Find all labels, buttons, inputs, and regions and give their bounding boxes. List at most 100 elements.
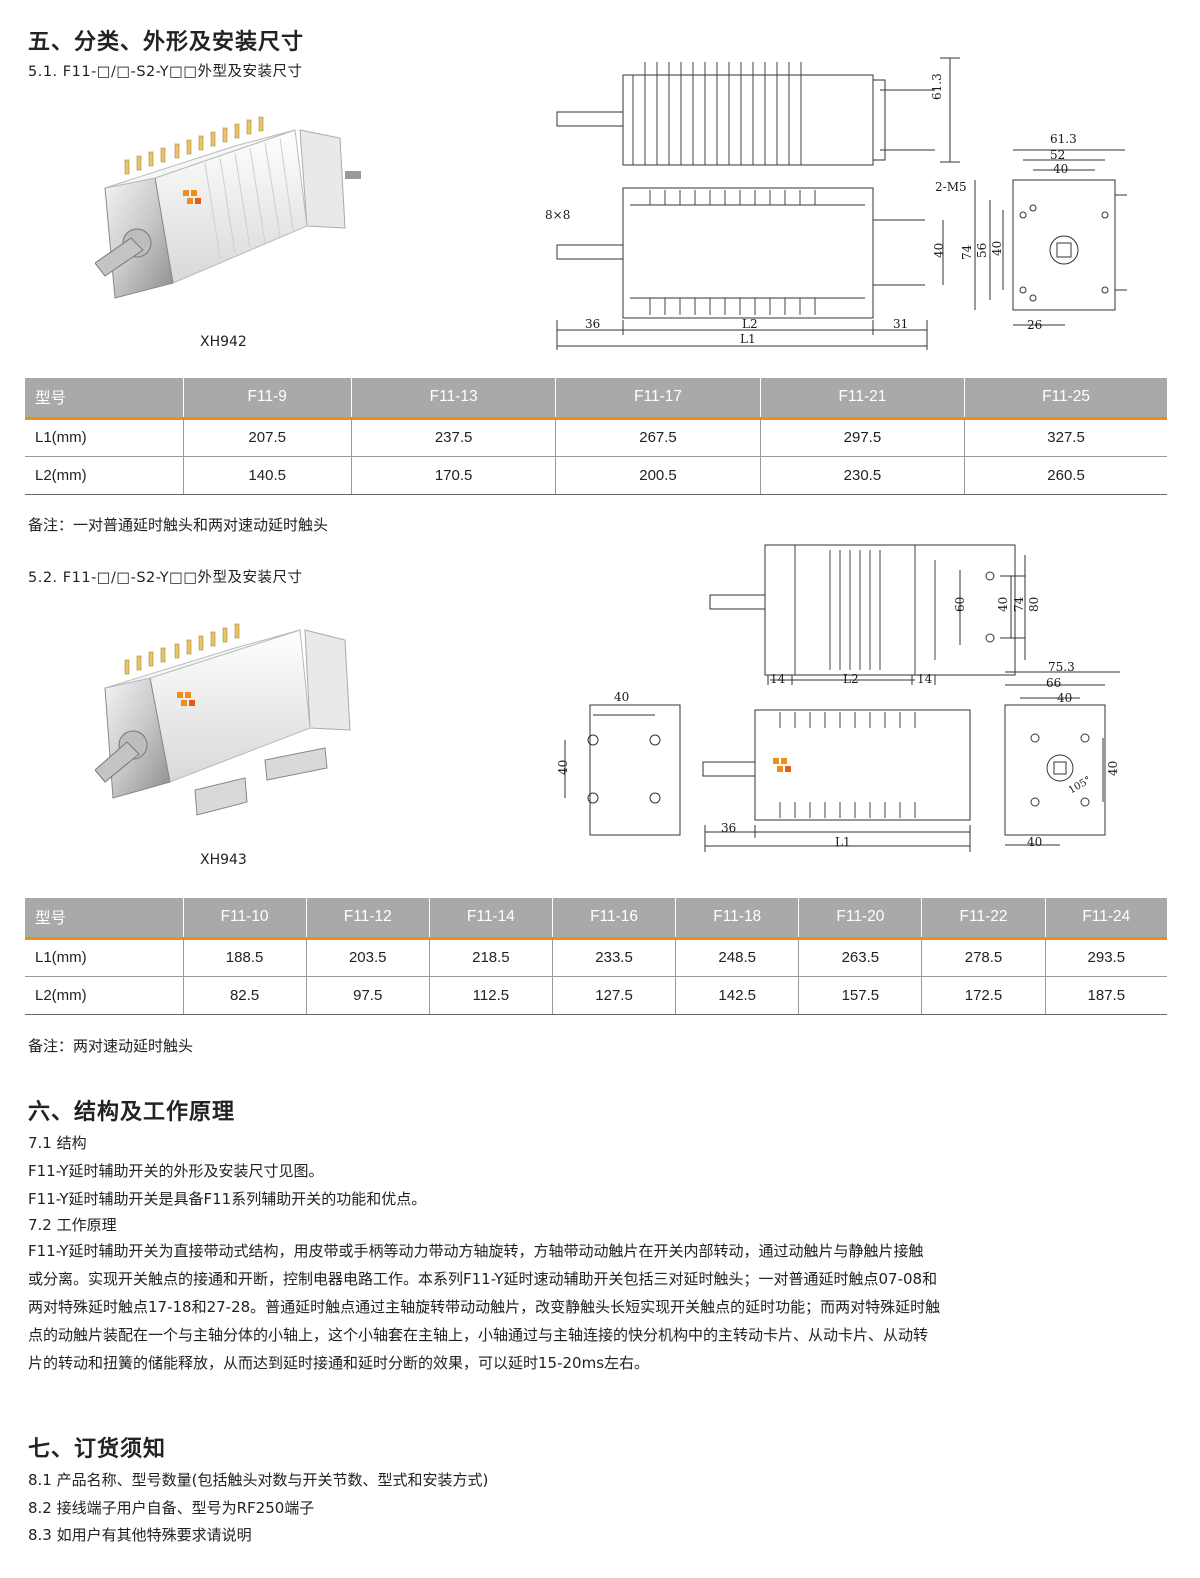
- dim-36: 36: [585, 317, 601, 331]
- structure-paragraph-1: F11-Y延时辅助开关的外形及安装尺寸见图。: [28, 1162, 324, 1180]
- dim-66: 66: [1046, 676, 1062, 690]
- table-header-cell: F11-10: [183, 898, 307, 940]
- table-header-cell: F11-12: [306, 898, 430, 940]
- dim-74: 74: [1012, 596, 1026, 612]
- dim-26: 26: [1027, 318, 1043, 332]
- table-cell: 263.5: [798, 938, 923, 977]
- dim-2-m5: 2-M5: [935, 180, 967, 194]
- table-cell: L1(mm): [25, 418, 184, 457]
- table-header-cell: F11-20: [798, 898, 923, 940]
- subsection-5-2-title: 5.2. F11-□/□-S2-Y□□外型及安装尺寸: [28, 570, 303, 586]
- dim-40-right-side: 40: [1106, 760, 1120, 776]
- table-header-cell: F11-24: [1045, 898, 1167, 940]
- dim-61-3-horizontal: 61.3: [1050, 132, 1077, 146]
- dim-14-right: 14: [917, 672, 933, 686]
- subsection-5-1-title: 5.1. F11-□/□-S2-Y□□外型及安装尺寸: [28, 64, 303, 80]
- dim-L2: L2: [742, 317, 758, 331]
- table-header-cell: F11-17: [555, 378, 761, 420]
- table-header-row: 型号 F11-9 F11-13 F11-17 F11-21 F11-25: [25, 378, 1167, 420]
- dim-52: 52: [1050, 148, 1066, 162]
- table-row: L2(mm) 140.5 170.5 200.5 230.5 260.5: [25, 456, 1167, 495]
- table-cell: 140.5: [183, 456, 352, 495]
- spec-table-1: 型号 F11-9 F11-13 F11-17 F11-21 F11-25 L1(…: [25, 378, 1167, 495]
- principle-line: F11-Y延时辅助开关为直接带动式结构，用皮带或手柄等动力带动方轴旋转，方轴带动…: [28, 1242, 924, 1260]
- dim-80: 80: [1027, 596, 1041, 612]
- table-header-cell: F11-22: [921, 898, 1046, 940]
- section6-title: 六、结构及工作原理: [28, 1100, 236, 1125]
- table-header-cell: F11-25: [964, 378, 1167, 420]
- table-cell: 170.5: [351, 456, 557, 495]
- table-cell: 230.5: [760, 456, 966, 495]
- table-header-cell: 型号: [25, 378, 184, 420]
- table-cell: 248.5: [675, 938, 800, 977]
- table-cell: L1(mm): [25, 938, 184, 977]
- spec-table-2: 型号 F11-10 F11-12 F11-14 F11-16 F11-18 F1…: [25, 898, 1167, 1015]
- table-cell: 127.5: [552, 976, 677, 1015]
- table-cell: L2(mm): [25, 976, 184, 1015]
- dim-14-left: 14: [770, 672, 786, 686]
- table-cell: 267.5: [555, 418, 761, 457]
- table-row: L1(mm) 188.5 203.5 218.5 233.5 248.5 263…: [25, 938, 1167, 977]
- table-cell: 157.5: [798, 976, 923, 1015]
- dim-8x8: 8×8: [545, 208, 571, 222]
- table-cell: 297.5: [760, 418, 966, 457]
- table1-note: 备注：一对普通延时触头和两对速动延时触头: [28, 516, 329, 534]
- dim-40-right-top: 40: [1057, 691, 1073, 705]
- table-cell: L2(mm): [25, 456, 184, 495]
- table-header-row: 型号 F11-10 F11-12 F11-14 F11-16 F11-18 F1…: [25, 898, 1167, 940]
- principle-line: 点的动触片装配在一个与主轴分体的小轴上，这个小轴套在主轴上，小轴通过与主轴连接的…: [28, 1326, 929, 1344]
- product-photo-xh942: [95, 116, 361, 299]
- principle-line: 两对特殊延时触点17-18和27-28。普通延时触点通过主轴旋转带动动触片，改变…: [28, 1298, 941, 1316]
- dim-40-bottom: 40: [1027, 835, 1043, 849]
- section5-title: 五、分类、外形及安装尺寸: [28, 30, 305, 55]
- table-row: L1(mm) 207.5 237.5 267.5 297.5 327.5: [25, 418, 1167, 457]
- dim-40-inner: 40: [990, 240, 1004, 256]
- principle-line: 片的转动和扭簧的储能释放，从而达到延时接通和延时分断的效果，可以延时15-20m…: [28, 1354, 650, 1372]
- order-item: 8.3 如用户有其他特殊要求请说明: [28, 1526, 252, 1544]
- dim-36: 36: [721, 821, 737, 835]
- dimension-drawing-2: [564, 544, 1120, 852]
- table-cell: 200.5: [555, 456, 761, 495]
- dim-31: 31: [893, 317, 909, 331]
- table-row: L2(mm) 82.5 97.5 112.5 127.5 142.5 157.5…: [25, 976, 1167, 1015]
- table-cell: 237.5: [351, 418, 557, 457]
- table-header-cell: 型号: [25, 898, 184, 940]
- table-cell: 278.5: [921, 938, 1046, 977]
- table-cell: 142.5: [675, 976, 800, 1015]
- order-item: 8.2 接线端子用户自备、型号为RF250端子: [28, 1499, 315, 1517]
- table-cell: 207.5: [183, 418, 352, 457]
- table-cell: 218.5: [429, 938, 553, 977]
- table-header-cell: F11-21: [760, 378, 966, 420]
- dim-40-top-view: 40: [996, 596, 1010, 612]
- product-photo-xh943: [95, 623, 351, 816]
- table-cell: 172.5: [921, 976, 1046, 1015]
- table-header-cell: F11-16: [552, 898, 677, 940]
- table-cell: 97.5: [306, 976, 430, 1015]
- dim-56: 56: [975, 242, 989, 258]
- dim-75-3: 75.3: [1048, 660, 1075, 674]
- dim-40-left-side: 40: [556, 759, 570, 775]
- structure-paragraph-2: F11-Y延时辅助开关是具备F11系列辅助开关的功能和优点。: [28, 1190, 427, 1208]
- order-item: 8.1 产品名称、型号数量(包括触头对数与开关节数、型式和安装方式): [28, 1471, 489, 1489]
- dim-40-left-top: 40: [614, 690, 630, 704]
- table-header-cell: F11-18: [675, 898, 800, 940]
- table-cell: 203.5: [306, 938, 430, 977]
- table-header-cell: F11-9: [183, 378, 352, 420]
- table-cell: 188.5: [183, 938, 307, 977]
- dim-74: 74: [960, 244, 974, 260]
- subsection-7-2-title: 7.2 工作原理: [28, 1216, 117, 1234]
- photo2-caption: XH943: [200, 852, 247, 868]
- table-cell: 260.5: [964, 456, 1167, 495]
- table-cell: 233.5: [552, 938, 677, 977]
- dim-61-3-vertical: 61.3: [930, 73, 944, 100]
- section7-title: 七、订货须知: [28, 1437, 167, 1462]
- dim-L1: L1: [740, 332, 756, 346]
- table-header-cell: F11-14: [429, 898, 553, 940]
- subsection-7-1-title: 7.1 结构: [28, 1134, 87, 1152]
- table2-note: 备注：两对速动延时触头: [28, 1037, 194, 1055]
- table-cell: 293.5: [1045, 938, 1167, 977]
- principle-line: 或分离。实现开关触点的接通和开断，控制电器电路工作。本系列F11-Y延时速动辅助…: [28, 1270, 938, 1288]
- dim-40-top: 40: [1053, 162, 1069, 176]
- dim-60: 60: [953, 596, 967, 612]
- dim-40-side: 40: [932, 242, 946, 258]
